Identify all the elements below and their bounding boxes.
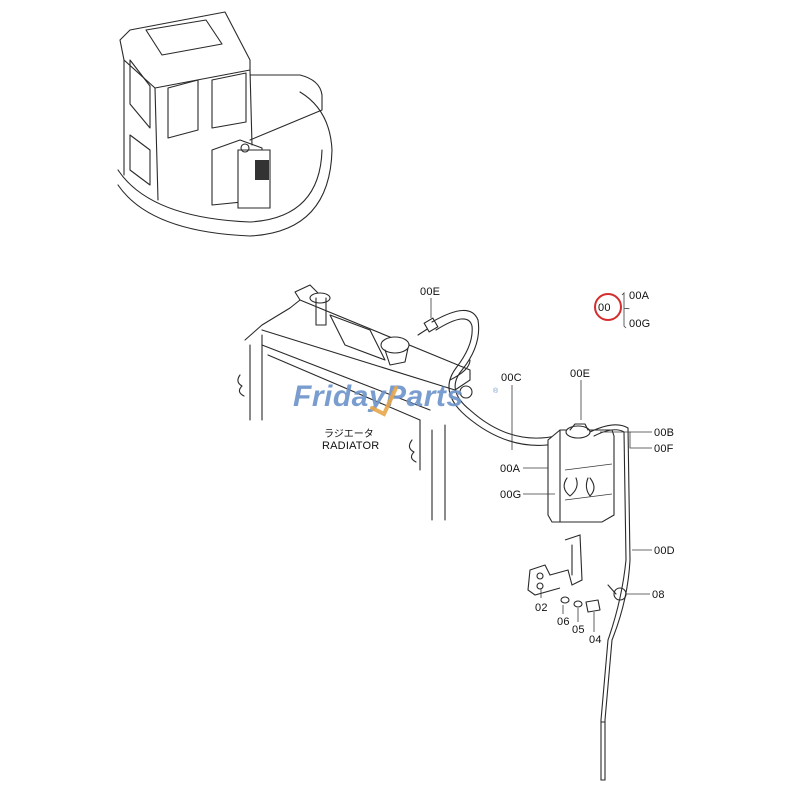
reserve-tank-illustration (547, 423, 631, 561)
callout-00E-tank: 00E (570, 368, 591, 380)
radiator-illustration (237, 284, 473, 521)
callout-02: 02 (535, 602, 548, 614)
registered-mark: ® (493, 388, 499, 395)
drain-hose (600, 559, 631, 781)
watermark-accent-stroke (370, 386, 398, 417)
legend-range-end: 00G (629, 318, 651, 330)
callout-00F: 00F (654, 443, 674, 455)
callout-06: 06 (557, 616, 570, 628)
callout-05: 05 (572, 624, 585, 636)
radiator-label-english: RADIATOR (322, 440, 380, 452)
bracket-illustration (527, 534, 601, 613)
callout-00A: 00A (500, 463, 521, 475)
callout-00E-top: 00E (420, 286, 441, 298)
callout-04: 04 (589, 634, 602, 646)
leader-lines (430, 292, 652, 632)
callout-00D: 00D (654, 545, 675, 557)
callout-00C: 00C (501, 372, 522, 384)
legend-range-start: 00A (629, 290, 650, 302)
highlighted-reference-circle (594, 293, 622, 321)
legend-range-sep: ~ (624, 304, 631, 315)
watermark-parts: Parts (386, 380, 464, 413)
callout-08: 08 (652, 589, 665, 601)
callout-00G: 00G (500, 489, 522, 501)
overflow-hose (431, 309, 583, 446)
excavator-cab-illustration (117, 11, 333, 237)
legend-ref: 00 (598, 302, 611, 314)
watermark-logo: FridayParts (293, 380, 464, 414)
callout-00B: 00B (654, 427, 675, 439)
radiator-label-japanese: ラジエータ (324, 429, 374, 440)
